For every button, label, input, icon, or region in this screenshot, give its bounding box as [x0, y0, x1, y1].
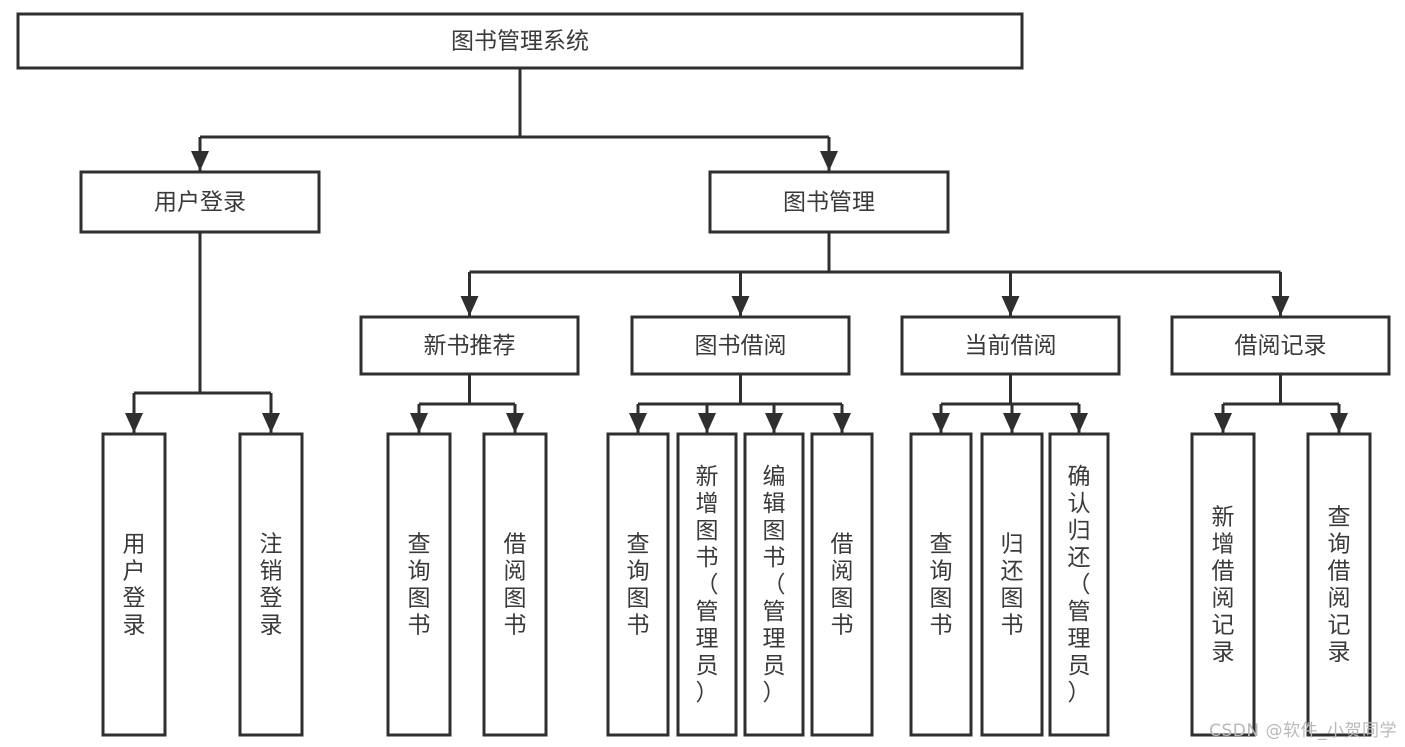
leaf-新增借阅记录-label: 新增借阅记录	[1212, 505, 1235, 666]
leaf-注销登录-label: 注销登录	[260, 532, 283, 639]
leaf-新增图书管理员-label: 新增图书（管理员）	[696, 464, 719, 706]
leaf-注销登录-rect[interactable]	[238, 432, 304, 737]
leaf-确认归还管理员[interactable]: 确认归还（管理员）	[1048, 432, 1110, 737]
leaf-查询图书[interactable]: 查询图书	[909, 432, 973, 737]
book-mgmt-to-level3-arrow-3	[1271, 296, 1290, 316]
node-图书管理-l2-label: 图书管理	[783, 190, 875, 216]
leaf-查询图书-label: 查询图书	[930, 532, 953, 639]
book-mgmt-to-level3-arrow-0	[460, 296, 479, 316]
leaf-查询图书-rect[interactable]	[606, 432, 670, 737]
新书推荐-to-leaves-arrow-0	[410, 413, 428, 433]
借阅记录-to-leaves-arrow-0	[1214, 413, 1232, 433]
图书借阅-to-leaves-arrow-2	[765, 413, 783, 433]
leaf-用户登录[interactable]: 用户登录	[101, 432, 167, 737]
leaf-编辑图书管理员[interactable]: 编辑图书（管理员）	[743, 432, 805, 737]
leaf-查询图书[interactable]: 查询图书	[386, 432, 452, 737]
node-新书推荐-l3[interactable]: 新书推荐	[359, 315, 580, 376]
leaf-借阅图书[interactable]: 借阅图书	[810, 432, 874, 737]
book-mgmt-to-level3-arrow-2	[1001, 296, 1020, 316]
图书借阅-to-leaves-arrow-1	[698, 413, 716, 433]
node-新书推荐-l3-rect[interactable]	[359, 315, 580, 376]
leaf-查询图书-label: 查询图书	[627, 532, 650, 639]
leaf-新增借阅记录[interactable]: 新增借阅记录	[1190, 432, 1256, 737]
node-图书管理-l2[interactable]: 图书管理	[708, 170, 950, 234]
node-图书借阅-l3[interactable]: 图书借阅	[630, 315, 851, 376]
leaf-查询借阅记录-label: 查询借阅记录	[1328, 505, 1351, 666]
leaf-新增图书管理员-rect[interactable]	[676, 432, 738, 737]
node-图书借阅-l3-label: 图书借阅	[695, 333, 787, 359]
leaf-查询图书-label: 查询图书	[408, 532, 431, 639]
当前借阅-to-leaves-arrow-1	[1003, 413, 1021, 433]
node-用户登录-l2-rect[interactable]	[79, 170, 321, 234]
leaf-借阅图书-label: 借阅图书	[831, 532, 854, 639]
root-to-level2-arrow-1	[820, 151, 838, 171]
csdn-watermark: CSDN @软件_小贺同学	[1209, 721, 1397, 741]
图书借阅-to-leaves-arrow-0	[629, 413, 647, 433]
node-当前借阅-l3-rect[interactable]	[900, 315, 1121, 376]
node-借阅记录-l3-rect[interactable]	[1170, 315, 1391, 376]
node-借阅记录-l3[interactable]: 借阅记录	[1170, 315, 1391, 376]
connectors-layer	[125, 68, 1348, 433]
leaf-归还图书[interactable]: 归还图书	[980, 432, 1044, 737]
leaf-新增借阅记录-rect[interactable]	[1190, 432, 1256, 737]
leaf-查询借阅记录[interactable]: 查询借阅记录	[1306, 432, 1372, 737]
leaf-归还图书-rect[interactable]	[980, 432, 1044, 737]
leaf-用户登录-label: 用户登录	[123, 532, 146, 639]
当前借阅-to-leaves-arrow-2	[1070, 413, 1088, 433]
leaf-归还图书-label: 归还图书	[1001, 532, 1024, 639]
leaf-查询图书-rect[interactable]	[909, 432, 973, 737]
node-当前借阅-l3[interactable]: 当前借阅	[900, 315, 1121, 376]
node-当前借阅-l3-label: 当前借阅	[965, 333, 1057, 359]
图书借阅-to-leaves-arrow-3	[833, 413, 851, 433]
借阅记录-to-leaves-arrow-1	[1330, 413, 1348, 433]
新书推荐-to-leaves-arrow-1	[506, 413, 524, 433]
node-root-system[interactable]: 图书管理系统	[16, 12, 1024, 70]
leaf-借阅图书-label: 借阅图书	[504, 532, 527, 639]
leaf-查询图书-rect[interactable]	[386, 432, 452, 737]
leaf-用户登录-rect[interactable]	[101, 432, 167, 737]
leaf-新增图书管理员[interactable]: 新增图书（管理员）	[676, 432, 738, 737]
user-login-to-leaves-arrow-1	[262, 413, 280, 433]
leaf-编辑图书管理员-rect[interactable]	[743, 432, 805, 737]
node-用户登录-l2-label: 用户登录	[154, 190, 246, 216]
leaf-确认归还管理员-rect[interactable]	[1048, 432, 1110, 737]
root-to-level2-arrow-0	[191, 151, 209, 171]
leaf-借阅图书[interactable]: 借阅图书	[482, 432, 548, 737]
node-新书推荐-l3-label: 新书推荐	[424, 333, 516, 359]
leaf-编辑图书管理员-label: 编辑图书（管理员）	[763, 464, 786, 706]
leaf-注销登录[interactable]: 注销登录	[238, 432, 304, 737]
node-root-system-label: 图书管理系统	[451, 29, 589, 55]
node-用户登录-l2[interactable]: 用户登录	[79, 170, 321, 234]
leaf-借阅图书-rect[interactable]	[482, 432, 548, 737]
当前借阅-to-leaves-arrow-0	[932, 413, 950, 433]
user-login-to-leaves-arrow-0	[125, 413, 143, 433]
node-图书管理-l2-rect[interactable]	[708, 170, 950, 234]
book-mgmt-to-level3-arrow-1	[731, 296, 750, 316]
node-图书借阅-l3-rect[interactable]	[630, 315, 851, 376]
leaf-借阅图书-rect[interactable]	[810, 432, 874, 737]
leaf-查询借阅记录-rect[interactable]	[1306, 432, 1372, 737]
leaf-确认归还管理员-label: 确认归还（管理员）	[1068, 464, 1091, 706]
node-root-system-rect[interactable]	[16, 12, 1024, 70]
leaf-查询图书[interactable]: 查询图书	[606, 432, 670, 737]
node-借阅记录-l3-label: 借阅记录	[1235, 333, 1327, 359]
nodes-layer: 用户登录图书管理图书管理系统用户登录注销登录新书推荐查询图书借阅图书图书借阅查询…	[16, 12, 1391, 737]
